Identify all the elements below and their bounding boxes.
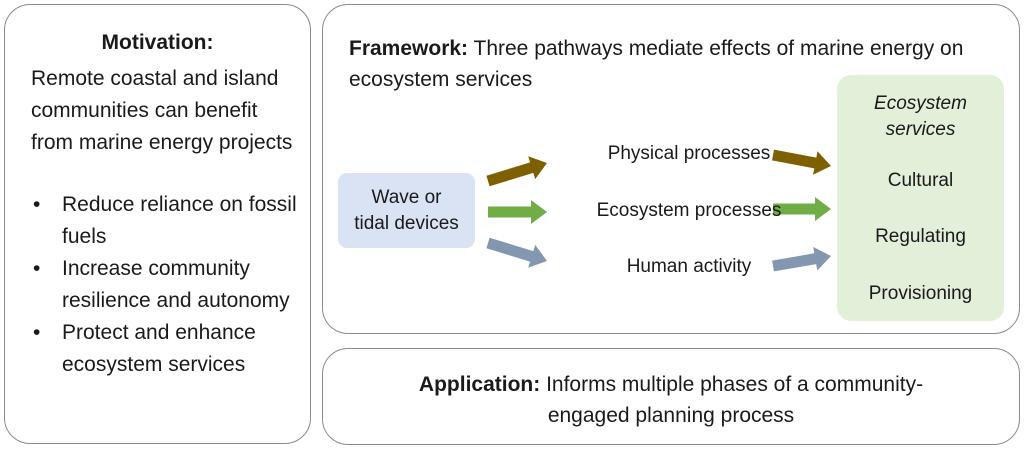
list-item: • Reduce reliance on fossil fuels	[31, 189, 301, 253]
bullet-text: Reduce reliance on fossil fuels	[62, 193, 297, 248]
framework-title: Framework: Three pathways mediate effect…	[349, 33, 989, 95]
pathway-physical: Physical processes	[607, 143, 771, 164]
motivation-list: • Reduce reliance on fossil fuels • Increa…	[31, 189, 301, 381]
pathway-human: Human activity	[626, 256, 752, 277]
pathway-ecosystem: Ecosystem processes	[596, 200, 782, 221]
application-panel: Application: Informs multiple phases of …	[322, 348, 1020, 445]
services-box: Ecosystem services Cultural Regulating P…	[837, 75, 1004, 321]
arrow-human-right-icon	[772, 246, 831, 272]
source-box: Wave or tidal devices	[338, 173, 475, 248]
source-label-line2: tidal devices	[354, 212, 459, 234]
framework-panel: Framework: Three pathways mediate effect…	[322, 4, 1020, 334]
service-provisioning: Provisioning	[868, 283, 973, 304]
list-item: • Protect and enhance ecosystem services	[31, 317, 301, 381]
arrow-ecosystem-left-icon	[488, 200, 547, 224]
bullet-icon: •	[33, 321, 41, 344]
arrow-physical-right-icon	[772, 149, 831, 175]
application-text-line2: engaged planning process	[547, 404, 795, 427]
service-regulating: Regulating	[875, 226, 966, 247]
framework-title-label: Framework:	[349, 37, 469, 60]
bullet-text: Protect and enhance ecosystem services	[62, 321, 256, 376]
application-text: Application: Informs multiple phases of …	[323, 369, 1019, 431]
bullet-icon: •	[33, 257, 41, 280]
bullet-text: Increase community resilience and autono…	[62, 257, 290, 312]
services-heading-line1: Ecosystem	[874, 93, 967, 114]
pathway-arrows	[486, 149, 831, 272]
arrow-ecosystem-right-icon	[773, 197, 831, 221]
list-item: • Increase community resilience and auton…	[31, 253, 301, 317]
framework-title-text: Three pathways mediate effects of marine…	[349, 37, 964, 91]
motivation-panel: Motivation: Remote coastal and island co…	[4, 4, 311, 444]
application-title-label: Application:	[418, 373, 541, 396]
services-heading: Ecosystem services	[837, 91, 1004, 143]
bullet-icon: •	[33, 193, 41, 216]
motivation-intro: Remote coastal and island communities ca…	[31, 67, 293, 154]
arrow-physical-left-icon	[486, 156, 547, 187]
source-label-line1: Wave or	[371, 186, 442, 208]
application-text-line1: Informs multiple phases of a community-	[540, 373, 924, 396]
service-cultural: Cultural	[887, 170, 954, 191]
motivation-title: Motivation:	[101, 31, 214, 54]
arrow-human-left-icon	[486, 237, 547, 268]
services-heading-line2: services	[885, 119, 956, 140]
